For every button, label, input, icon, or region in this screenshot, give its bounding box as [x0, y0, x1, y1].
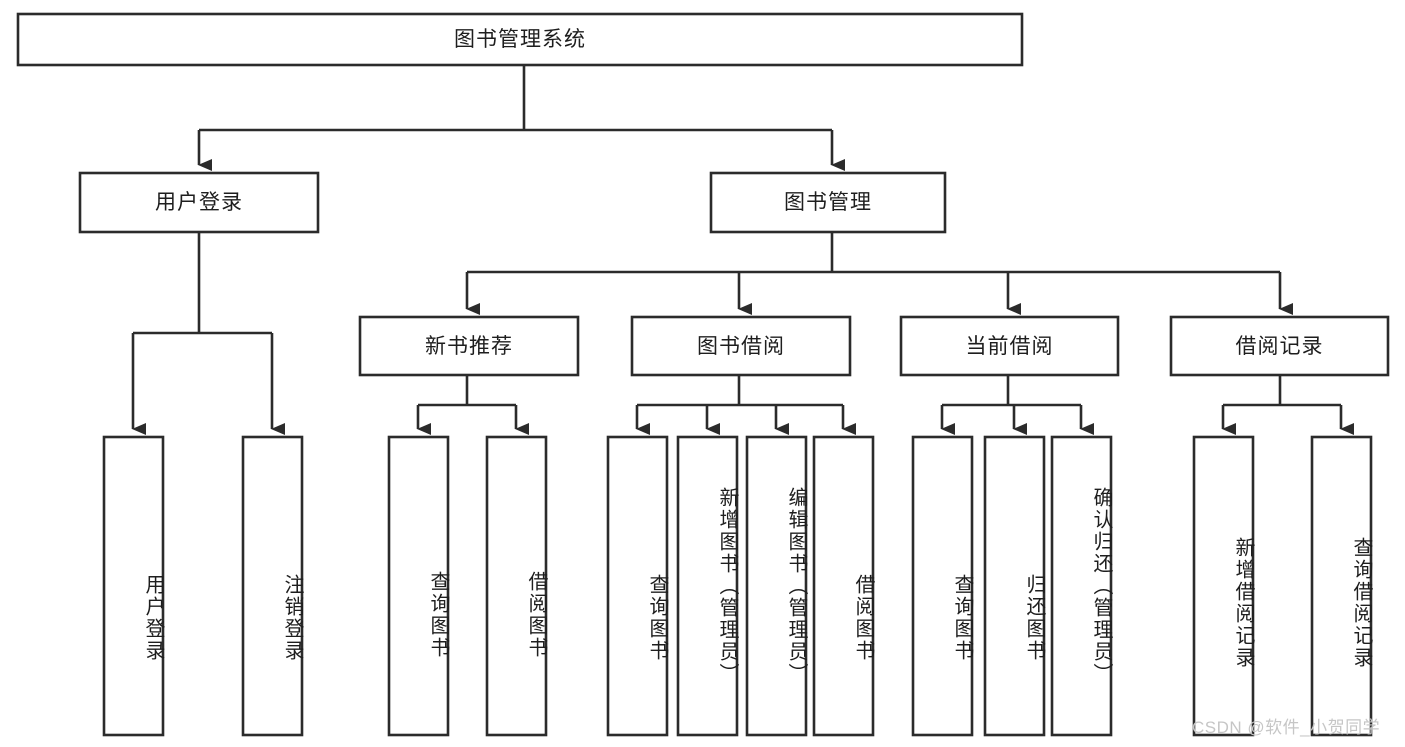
leaf-box-current-borrow-2[interactable]	[1050, 435, 1113, 737]
leaf-box-book-borrow-1[interactable]	[676, 435, 739, 737]
node-box-book-management[interactable]	[709, 171, 947, 234]
node-box-root[interactable]	[16, 12, 1024, 67]
leaf-box-new-book-0[interactable]	[387, 435, 450, 737]
node-box-new-book-recommend[interactable]	[358, 315, 580, 377]
node-box-book-borrow[interactable]	[630, 315, 852, 377]
leaf-box-current-borrow-1[interactable]	[983, 435, 1046, 737]
leaf-box-book-borrow-0[interactable]	[606, 435, 669, 737]
leaf-box-current-borrow-0[interactable]	[911, 435, 974, 737]
csdn-watermark: CSDN @软件_小贺同学	[1192, 718, 1381, 737]
leaf-box-borrow-record-0[interactable]	[1192, 435, 1255, 737]
leaf-box-book-borrow-2[interactable]	[745, 435, 808, 737]
leaf-box-new-book-1[interactable]	[485, 435, 548, 737]
leaf-box-borrow-record-1[interactable]	[1310, 435, 1373, 737]
node-box-user-login[interactable]	[78, 171, 320, 234]
leaf-box-user-login-1[interactable]	[241, 435, 304, 737]
node-box-current-borrow[interactable]	[899, 315, 1120, 377]
leaf-box-book-borrow-3[interactable]	[812, 435, 875, 737]
node-box-borrow-record[interactable]	[1169, 315, 1390, 377]
leaf-box-user-login-0[interactable]	[102, 435, 165, 737]
